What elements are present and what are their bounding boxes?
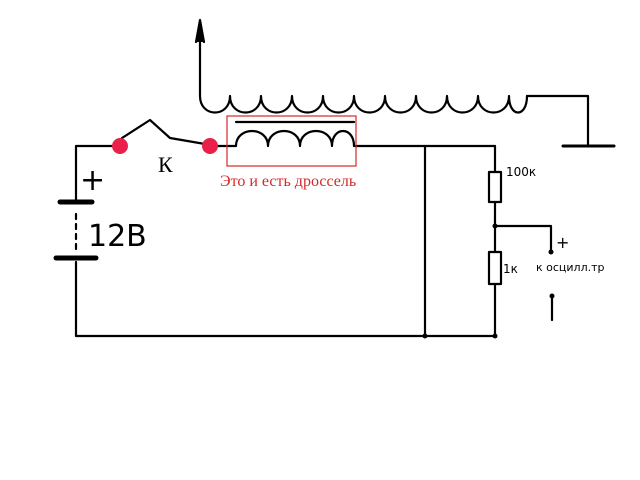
scope-label: к осцилл.тр	[536, 261, 605, 274]
junction-dots	[422, 223, 555, 339]
scope-plus-label: +	[556, 233, 569, 252]
choke-highlight-box	[226, 115, 357, 167]
battery-icon	[53, 199, 99, 261]
wire-left-bottom	[74, 260, 497, 338]
antenna-arrow-icon	[194, 18, 206, 98]
resistor-bottom-icon	[487, 250, 503, 286]
resistor-bottom-label: 1к	[503, 262, 518, 276]
switch-label: К	[158, 152, 173, 177]
junction-dot	[492, 223, 498, 229]
switch-lever	[120, 118, 207, 146]
primary-coil	[208, 120, 497, 148]
choke-note: Это и есть дроссель	[220, 173, 356, 190]
junction-dot	[422, 333, 428, 339]
wire-left-top	[74, 144, 120, 202]
scope-terminal-dot	[549, 293, 555, 299]
battery-voltage-label: 12В	[88, 219, 147, 254]
resistor-top-icon	[487, 170, 503, 204]
resistor-divider	[487, 144, 553, 338]
switch-terminal-right	[202, 138, 218, 154]
ground-icon	[525, 94, 616, 148]
junction-dot	[492, 333, 498, 339]
resistor-top-label: 100к	[506, 165, 536, 179]
battery-plus-label: +	[80, 163, 105, 198]
switch-terminal-left	[112, 138, 128, 154]
secondary-coil	[198, 94, 529, 114]
switch-terminals	[112, 138, 218, 154]
scope-terminal-dot	[548, 249, 554, 255]
